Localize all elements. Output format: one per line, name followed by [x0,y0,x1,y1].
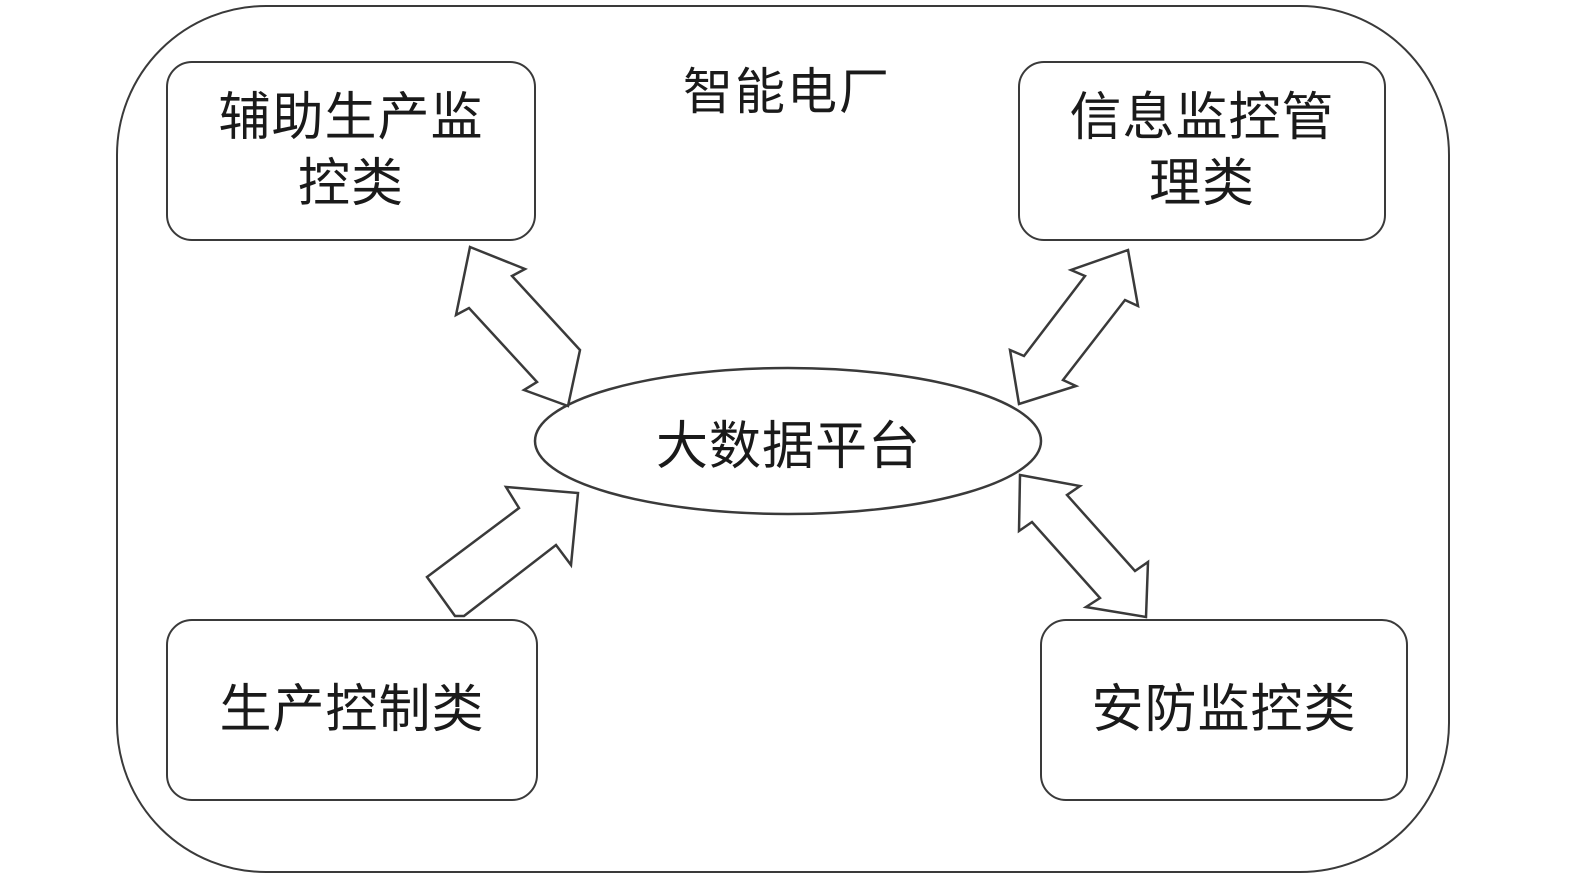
box-label-line1: 辅助生产监 [218,88,484,148]
diagram-title: 智能电厂 [683,63,891,121]
box-label: 生产控制类 [219,680,485,740]
production-control-box: 生产控制类 [166,619,538,801]
security-monitoring-box: 安防监控类 [1040,619,1408,801]
arrow-bottom-left-to-center [425,485,580,618]
arrow-bottom-right-bidirectional [1017,473,1150,619]
center-ellipse [533,366,1043,516]
box-label: 安防监控类 [1091,680,1357,740]
box-label-line2: 理类 [1148,154,1255,214]
box-label-line2: 控类 [297,154,404,214]
smart-power-plant-frame [116,5,1450,873]
big-data-platform-label: 大数据平台 [655,416,921,477]
aux-production-monitoring-box: 辅助生产监 控类 [166,61,536,241]
arrow-top-left-bidirectional [454,245,582,408]
box-label-line1: 信息监控管 [1069,88,1335,148]
info-monitoring-management-box: 信息监控管 理类 [1018,61,1386,241]
arrow-top-right-bidirectional [1008,248,1140,406]
